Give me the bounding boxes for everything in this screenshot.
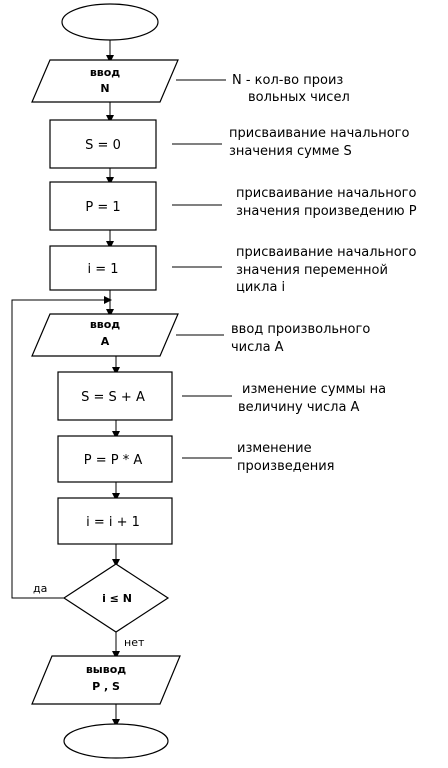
comment-i-init-1: присваивание начального	[236, 245, 416, 260]
input-n-block	[31, 59, 179, 103]
comment-p-init-2: значения произведению P	[236, 204, 417, 219]
comment-p-update-1: изменение	[237, 441, 312, 456]
comment-i-init-3: цикла i	[236, 280, 285, 295]
output-label-bottom: P , S	[92, 680, 120, 693]
comment-s-init-1: присваивание начального	[229, 126, 409, 141]
comment-s-init-2: значения сумме S	[229, 144, 352, 159]
input-a-label-bottom: A	[101, 335, 110, 348]
comment-p-update-2: произведения	[237, 459, 334, 474]
comment-input-n-2: вольных чисел	[248, 90, 350, 105]
s-init-label: S = 0	[85, 138, 121, 153]
comment-input-a-1: ввод произвольного	[231, 322, 370, 337]
no-label: нет	[124, 636, 145, 649]
comment-input-n-1: N - кол-во произ	[232, 73, 343, 88]
condition-label: i ≤ N	[102, 592, 132, 605]
i-init-label: i = 1	[87, 262, 118, 277]
output-label-top: вывод	[86, 663, 126, 676]
output-block	[31, 655, 181, 705]
input-n-label-bottom: N	[100, 82, 109, 95]
p-init-block	[49, 181, 157, 231]
input-n-label-top: ввод	[90, 66, 120, 79]
p-update-label: P = P * A	[84, 453, 143, 468]
i-update-label: i = i + 1	[86, 515, 140, 530]
comment-i-init-2: значения переменной	[236, 263, 388, 278]
input-a-block	[31, 313, 179, 357]
i-init-block	[49, 245, 157, 291]
comment-s-update-2: величину числа A	[238, 400, 360, 415]
yes-label: да	[33, 582, 47, 595]
i-update-block	[57, 497, 173, 545]
s-update-block	[57, 371, 173, 421]
input-a-label-top: ввод	[90, 318, 120, 331]
comment-p-init-1: присваивание начального	[236, 186, 416, 201]
p-update-block	[57, 435, 173, 483]
s-update-label: S = S + A	[81, 390, 145, 405]
comment-input-a-2: числа A	[231, 340, 284, 355]
end-terminal	[63, 723, 169, 759]
start-terminal	[61, 3, 159, 41]
p-init-label: P = 1	[85, 200, 120, 215]
comment-s-update-1: изменение суммы на	[242, 382, 386, 397]
loop-back-line	[11, 296, 112, 599]
s-init-block	[49, 119, 157, 169]
